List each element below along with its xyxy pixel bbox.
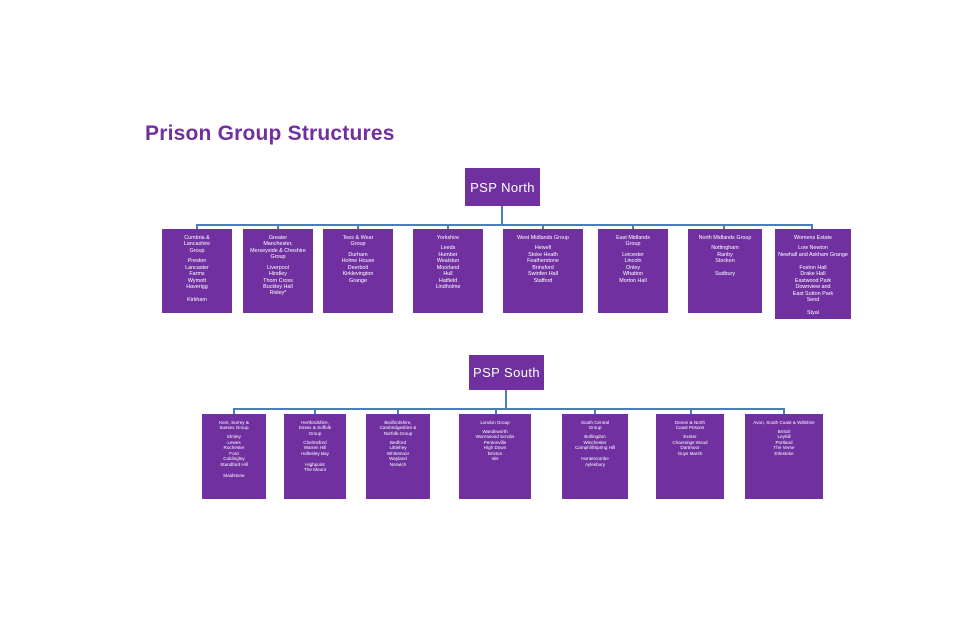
south-group-prisons-6: Exeter Channings Wood Dartmoor Guys Mars… xyxy=(672,434,708,456)
connector-south-drop-2 xyxy=(314,408,316,414)
north-group-title-4: Yorkshire xyxy=(436,235,460,241)
south-group-title-5: South Central Group xyxy=(580,420,610,431)
north-group-box-5[interactable]: West Midlands Group Hewell Stoke Heath F… xyxy=(503,229,583,313)
south-group-prisons-1: Elmley Lewes Rochester Ford Coldingley S… xyxy=(220,434,248,478)
south-group-title-2: Hertfordshire, Essex & Suffolk Group xyxy=(298,420,332,436)
connector-south-drop-5 xyxy=(594,408,596,414)
north-group-box-2[interactable]: Greater Manchester, Merseyside & Cheshir… xyxy=(243,229,313,313)
north-group-title-8: Womens Estate xyxy=(794,235,832,241)
connector-south-bus xyxy=(234,408,784,410)
connector-south-root-stem xyxy=(505,390,507,409)
north-group-prisons-6: Leicester Lincoln Onley Whatton Morton H… xyxy=(619,251,647,284)
connector-south-drop-3 xyxy=(397,408,399,414)
connector-north-drop-5 xyxy=(542,224,544,229)
north-group-title-5: West Midlands Group xyxy=(517,235,569,241)
north-group-box-6[interactable]: East Midlands Group Leicester Lincoln On… xyxy=(598,229,668,313)
north-group-box-3[interactable]: Tees & Wear Group Durham Holme House Dee… xyxy=(323,229,393,313)
page-title: Prison Group Structures xyxy=(145,122,395,145)
psp-south-root-box[interactable]: PSP South xyxy=(469,355,544,390)
connector-south-drop-4 xyxy=(495,408,497,414)
connector-north-drop-8 xyxy=(811,224,813,229)
south-group-prisons-2: Chelmsford Warren Hill Hollesley Bay Hig… xyxy=(301,439,329,473)
south-group-box-4[interactable]: London Group Wandsworth Wormwood Scrubs … xyxy=(459,414,531,499)
psp-north-root-box[interactable]: PSP North xyxy=(465,168,540,206)
south-group-box-6[interactable]: Devon & North Coast Prisons Exeter Chann… xyxy=(656,414,724,499)
south-group-title-1: Kent, Surrey & Sussex Group xyxy=(219,420,249,431)
north-group-box-4[interactable]: Yorkshire Leeds Humber Wealstun Moorland… xyxy=(413,229,483,313)
north-group-prisons-5: Hewell Stoke Heath Featherstone Brinsfor… xyxy=(527,245,559,284)
psp-north-label: PSP North xyxy=(470,179,535,195)
north-group-prisons-1: Preston Lancaster Farms Wymott Haverigg … xyxy=(185,258,209,304)
south-group-prisons-5: Bullingdon Winchester Camphill/Spring Hi… xyxy=(574,434,616,467)
south-group-box-1[interactable]: Kent, Surrey & Sussex Group Elmley Lewes… xyxy=(202,414,266,499)
south-group-title-3: Bedfordshire, Cambridgeshire & Norfolk G… xyxy=(379,420,417,436)
connector-north-drop-1 xyxy=(196,224,198,229)
connector-north-drop-3 xyxy=(357,224,359,229)
north-group-title-3: Tees & Wear Group xyxy=(342,235,374,248)
psp-south-label: PSP South xyxy=(473,365,540,380)
connector-north-bus xyxy=(197,224,813,226)
north-group-prisons-4: Leeds Humber Wealstun Moorland Hull Hatf… xyxy=(435,245,461,291)
south-group-prisons-3: Bedford Littlehey Whitemoor Wayland Norw… xyxy=(386,439,410,467)
north-group-title-6: East Midlands Group xyxy=(616,235,650,248)
north-group-box-8[interactable]: Womens Estate Low Newton Newhall and Ask… xyxy=(775,229,851,319)
south-group-title-4: London Group xyxy=(480,420,510,425)
connector-north-drop-4 xyxy=(447,224,449,229)
north-group-prisons-8: Low Newton Newhall and Askham Grange Fos… xyxy=(778,245,848,317)
connector-south-drop-6 xyxy=(690,408,692,414)
connector-north-drop-6 xyxy=(632,224,634,229)
south-group-box-2[interactable]: Hertfordshire, Essex & Suffolk Group Che… xyxy=(284,414,346,499)
north-group-box-7[interactable]: North Midlands Group Nottingham Ranby St… xyxy=(688,229,762,313)
north-group-prisons-3: Durham Holme House Deerbolt Kirklevingto… xyxy=(341,251,375,284)
south-group-title-6: Devon & North Coast Prisons xyxy=(674,420,706,431)
connector-north-root-stem xyxy=(501,206,503,225)
south-group-box-3[interactable]: Bedfordshire, Cambridgeshire & Norfolk G… xyxy=(366,414,430,499)
south-group-box-7[interactable]: Avon, South Coast & Wiltshire Bristol Le… xyxy=(745,414,823,499)
north-group-title-2: Greater Manchester, Merseyside & Cheshir… xyxy=(250,235,306,261)
south-group-prisons-4: Wandsworth Wormwood Scrubs Pentonville H… xyxy=(475,428,515,462)
north-group-prisons-7: Nottingham Ranby Stocken Sudbury xyxy=(711,245,739,278)
south-group-prisons-7: Bristol Leyhill Portland The Verne Erles… xyxy=(773,428,795,456)
connector-south-drop-1 xyxy=(233,408,235,414)
north-group-title-7: North Midlands Group xyxy=(698,235,752,241)
north-group-prisons-2: Liverpool Hindley Thorn Cross Buckley Ha… xyxy=(263,264,293,297)
south-group-box-5[interactable]: South Central Group Bullingdon Wincheste… xyxy=(562,414,628,499)
connector-north-drop-2 xyxy=(277,224,279,229)
north-group-box-1[interactable]: Cumbria & Lancashire Group Preston Lanca… xyxy=(162,229,232,313)
connector-south-drop-7 xyxy=(783,408,785,414)
south-group-title-7: Avon, South Coast & Wiltshire xyxy=(753,420,815,425)
north-group-title-1: Cumbria & Lancashire Group xyxy=(183,235,211,254)
connector-north-drop-7 xyxy=(723,224,725,229)
